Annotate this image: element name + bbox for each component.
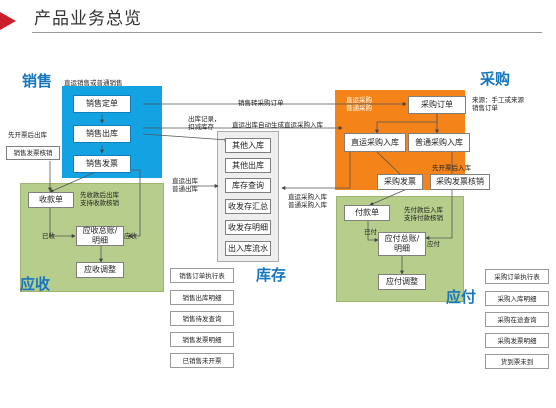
label-source: 来源：手工或来源 销售订单 <box>472 96 524 112</box>
section-payables: 应付 <box>446 288 477 306</box>
sales-outbound-box[interactable]: 销售出库 <box>73 125 131 143</box>
purchase-normal-inbound-box[interactable]: 普通采购入库 <box>408 133 470 152</box>
payable-ledger-box[interactable]: 应付总账/ 明细 <box>378 232 426 256</box>
label-outbound-record: 出库记录， 扣减库存 <box>188 115 221 131</box>
inventory-other-in-box[interactable]: 其他入库 <box>225 138 271 153</box>
label-pay-then-inbound: 先付款后入库 支持付款核销 <box>404 206 443 222</box>
receipt-to-ledger-arrow <box>49 208 76 238</box>
inventory-other-out-box[interactable]: 其他出库 <box>225 158 271 173</box>
purchase-direct-inbound-box[interactable]: 直运采购入库 <box>344 133 406 152</box>
sales-report-item[interactable]: 销售订单执行表 <box>170 268 234 283</box>
purchase-report-item[interactable]: 采购在途查询 <box>485 312 549 327</box>
payable-adjust-box[interactable]: 应付调整 <box>378 274 426 290</box>
label-auto-outbound: 直运出库自动生成直运采购入库 <box>232 121 323 129</box>
sales-report-item[interactable]: 已销售未开票 <box>170 353 234 368</box>
receivable-adjust-box[interactable]: 应收调整 <box>76 262 124 278</box>
label-direct-or-normal-sales: 直运销售或普通销售 <box>64 79 123 87</box>
receipt-box[interactable]: 收款单 <box>28 192 74 208</box>
inventory-detail-box[interactable]: 收发存明细 <box>225 220 271 235</box>
purchase-report-item[interactable]: 货到票未到 <box>485 354 549 369</box>
label-invoice-then-outbound: 先开票后出库 <box>8 131 47 139</box>
purchase-invoice-box[interactable]: 采购发票 <box>377 174 423 190</box>
label-to-pay: 应付 <box>427 240 440 248</box>
payment-box[interactable]: 付款单 <box>344 205 390 221</box>
label-direct-normal-outbound: 直运出库 普通出库 <box>172 177 198 193</box>
label-to-receive: 应收 <box>124 232 137 240</box>
sales-report-item[interactable]: 销售发票明细 <box>170 332 234 347</box>
sales-invoice-verify-box[interactable]: 销售发票核销 <box>6 146 60 160</box>
sales-report-item[interactable]: 销售出库明细 <box>170 290 234 305</box>
purchase-report-item[interactable]: 采购入库明细 <box>485 291 549 306</box>
outbound-to-inventory-arrow <box>142 133 229 142</box>
inbound-to-invoice-line <box>376 151 401 175</box>
sales-report-item[interactable]: 销售待发查询 <box>170 311 234 326</box>
inventory-summary-box[interactable]: 收发存汇总 <box>225 199 271 214</box>
label-direct-normal-purchase: 直运采购 普通采购 <box>346 96 372 112</box>
purchase-report-item[interactable]: 采购订单执行表 <box>485 269 549 284</box>
section-sales: 销售 <box>22 72 53 90</box>
section-receivables: 应收 <box>20 275 51 293</box>
title-divider <box>32 32 542 33</box>
page-title: 产品业务总览 <box>34 9 142 29</box>
purchase-invoice-to-payment-arrow <box>369 188 408 206</box>
po-to-direct-inbound-arrow <box>375 114 438 134</box>
receivable-ledger-box[interactable]: 应收总账/ 明细 <box>76 226 124 246</box>
inventory-flow-box[interactable]: 出入库流水 <box>225 241 271 256</box>
label-invoice-then-inbound: 先开票后入库 <box>432 164 471 172</box>
purchase-report-item[interactable]: 采购发票明细 <box>485 333 549 348</box>
title-marker <box>0 12 16 30</box>
label-paid: 已付 <box>364 228 377 236</box>
section-inventory: 库存 <box>256 266 287 284</box>
sales-order-box[interactable]: 销售定单 <box>73 95 131 113</box>
label-direct-normal-inbound: 直运采购入库 普通采购入库 <box>288 193 327 209</box>
label-receive-then-outbound: 先收款后出库 支持收款核销 <box>80 191 119 207</box>
purchase-invoice-verify-box[interactable]: 采购发票核销 <box>430 174 490 190</box>
inventory-query-box[interactable]: 库存查询 <box>225 178 271 193</box>
purchase-order-box[interactable]: 采购订单 <box>408 96 466 114</box>
sales-invoice-box[interactable]: 销售发票 <box>73 155 131 173</box>
inbound-to-inventory-arrow <box>281 152 351 190</box>
section-purchase: 采购 <box>480 70 511 88</box>
sales-invoice-to-receipt-arrow <box>49 169 101 193</box>
label-received: 已收 <box>42 232 55 240</box>
payment-to-ledger-arrow <box>367 220 379 242</box>
label-sales-to-purchase: 销售转采购订单 <box>238 99 284 107</box>
